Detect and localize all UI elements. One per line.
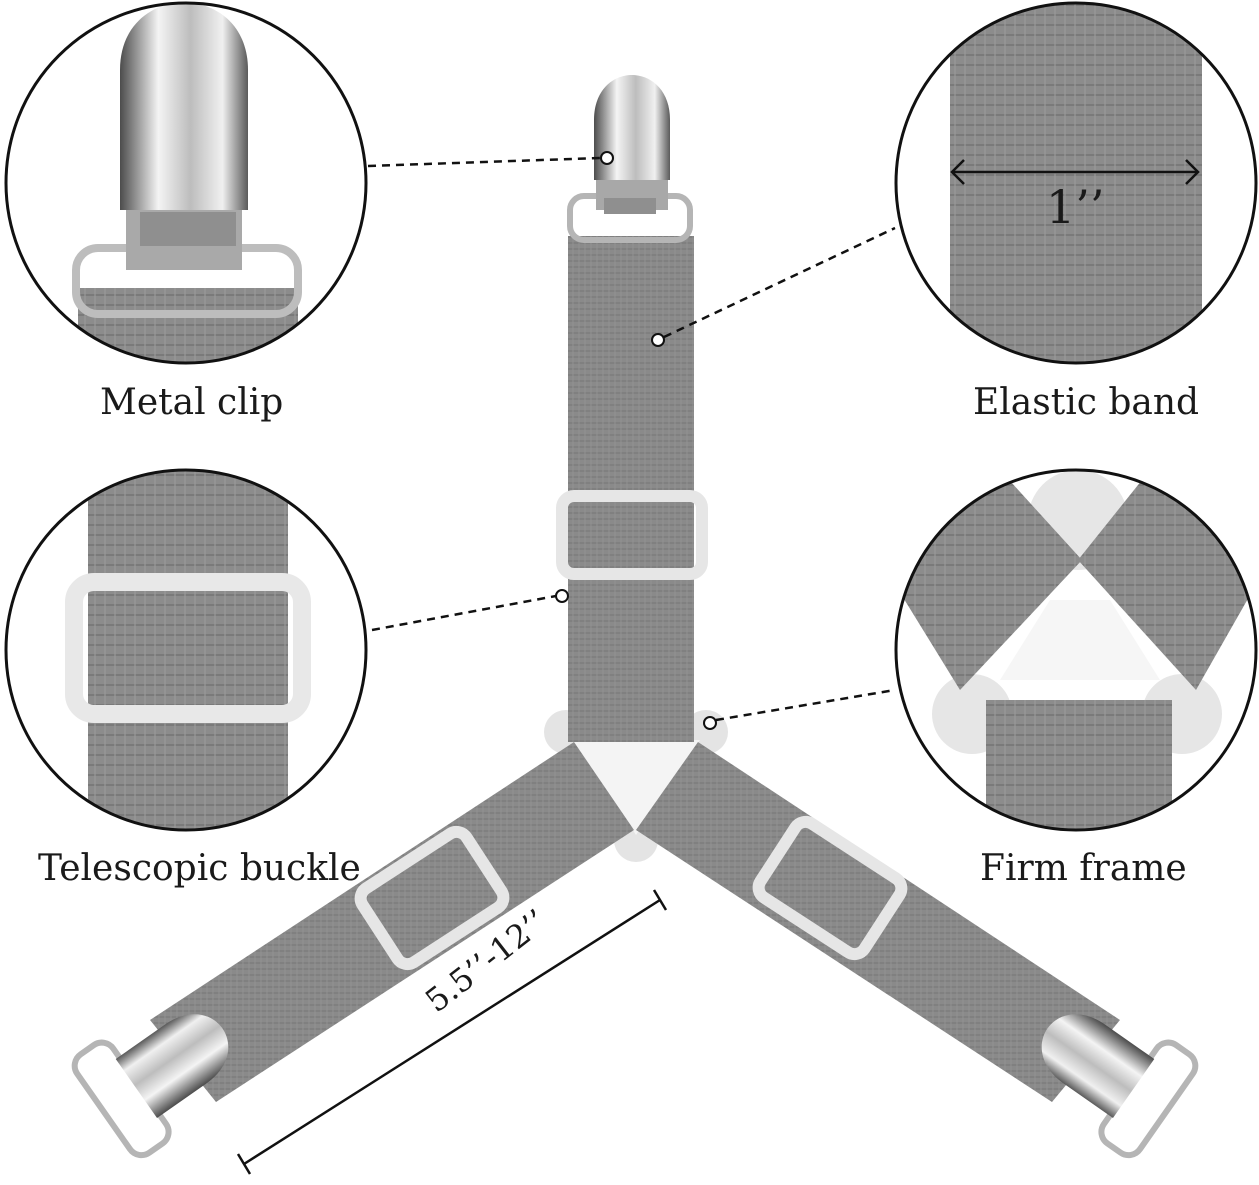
- zoom-telescopic-buckle: [4, 468, 368, 832]
- label-telescopic-buckle: Telescopic buckle: [38, 848, 361, 889]
- clip-top: [567, 75, 693, 243]
- buckle-left: [354, 825, 510, 971]
- label-firm-frame: Firm frame: [980, 848, 1187, 889]
- zoom-firm-frame: [894, 468, 1258, 832]
- label-metal-clip: Metal clip: [100, 382, 284, 423]
- zoom-metal-clip: [4, 1, 368, 365]
- callout-lines: [367, 156, 896, 722]
- frame-triangle: [572, 740, 700, 835]
- callout-dots: [555, 151, 717, 730]
- label-elastic-band: Elastic band: [973, 382, 1200, 423]
- length-dimension: [236, 889, 668, 1175]
- buckle-top: [556, 490, 708, 580]
- clip-left: [71, 1014, 229, 1159]
- strap-assembly: [71, 75, 1199, 1159]
- label-band-width: 1’’: [1046, 180, 1105, 234]
- buckle-right: [752, 815, 908, 961]
- clip-right: [1041, 1014, 1199, 1159]
- vertical-band: [568, 236, 694, 742]
- left-band: [150, 742, 634, 1102]
- zoom-elastic-band: [894, 1, 1258, 365]
